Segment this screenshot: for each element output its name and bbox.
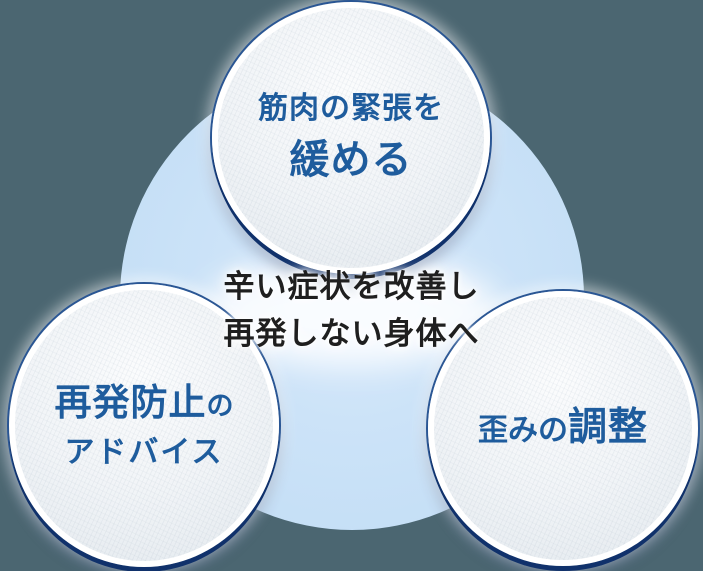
bubble-recurrence-prevention-line1: 再発防止の: [55, 383, 234, 424]
bubble-recurrence-prevention: 再発防止の アドバイス: [9, 284, 279, 567]
bubble-recurrence-prevention-main-text: 再発防止: [54, 382, 207, 424]
bubble-recurrence-prevention-label: 再発防止の アドバイス: [55, 377, 234, 474]
bubble-muscle-tension-line1: 筋肉の緊張を: [258, 92, 444, 126]
bubble-muscle-tension-label: 筋肉の緊張を 緩める: [258, 87, 444, 189]
bubble-distortion-adjustment-emphasis: 調整: [567, 406, 648, 450]
center-message: 辛い症状を改善し 再発しない身体へ: [0, 263, 703, 357]
bubble-recurrence-prevention-particle: の: [206, 390, 234, 421]
bubble-distortion-adjustment-prefix: 歪みの: [477, 414, 568, 448]
bubble-recurrence-prevention-line2: アドバイス: [64, 435, 224, 469]
center-message-line2: 再発しない身体へ: [223, 316, 480, 351]
bubble-muscle-tension-line2: 緩める: [289, 136, 413, 182]
bubble-distortion-adjustment: 歪みの調整: [428, 291, 698, 566]
bubble-distortion-adjustment-label: 歪みの調整: [478, 400, 648, 457]
bubble-muscle-tension: 筋肉の緊張を 緩める: [212, 2, 490, 274]
center-message-line1: 辛い症状を改善し: [223, 269, 480, 304]
